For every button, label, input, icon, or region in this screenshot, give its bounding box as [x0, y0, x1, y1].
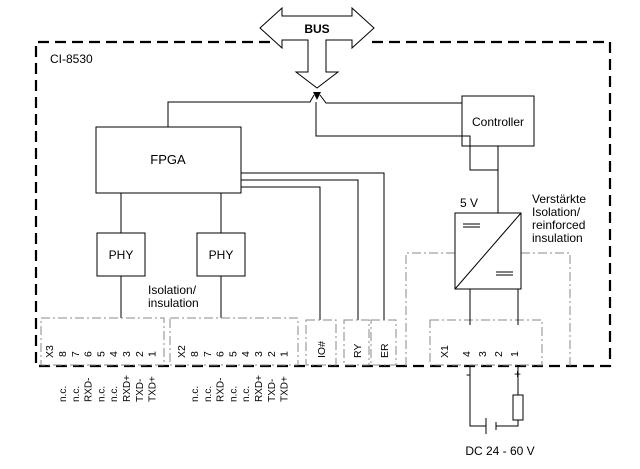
x3-signal-6: RXD-: [84, 378, 95, 402]
phy2-block: [196, 232, 246, 277]
x3-pin-4: 4: [108, 351, 120, 357]
x2-pin-8: 8: [189, 351, 201, 357]
x3-signal-8: n.c.: [58, 386, 69, 402]
supply-wiring: [469, 366, 519, 427]
device-enclosure: [34, 40, 612, 368]
x3-signal-2: TXD-: [135, 379, 146, 402]
x2-signal-4: n.c.: [241, 386, 252, 402]
phy1-label: PHY: [109, 248, 134, 262]
er-box: [370, 319, 397, 366]
x2-signal-1: TXD+: [280, 376, 291, 402]
x2-signal-5: n.c.: [228, 386, 239, 402]
bus-down-arrow-icon: [313, 92, 321, 100]
reinforced-insulation-boundary: [405, 252, 571, 366]
fuse-icon: [512, 394, 524, 421]
supply-voltage: 5 V: [460, 196, 478, 210]
bus-arrow: BUS: [259, 6, 375, 89]
controller-label: Controller: [472, 115, 524, 129]
x2-signal-2: TXD-: [267, 379, 278, 402]
x3-pin-7: 7: [70, 351, 82, 357]
x2-pin-1: 1: [279, 351, 291, 357]
dc-dc-converter: [454, 212, 522, 290]
isolation-label: Isolation/ insulation: [148, 283, 199, 310]
fpga-bus-line: [167, 94, 315, 127]
x3-pin-6: 6: [83, 351, 95, 357]
controller-block: [461, 95, 535, 147]
ry-label: RY: [352, 344, 364, 358]
x2-signal-3: RXD+: [254, 375, 265, 402]
device-name: CI-8530: [50, 52, 93, 66]
controller-bus-line: [319, 94, 462, 104]
x2-signal-7: n.c.: [203, 386, 214, 402]
x3-name: X3: [44, 345, 56, 358]
controller-fpga-line: [315, 102, 499, 171]
fpga-label: FPGA: [150, 152, 186, 167]
x3-pin-1: 1: [147, 351, 159, 357]
x2-signal-8: n.c.: [190, 386, 201, 402]
bus-label: BUS: [304, 22, 329, 36]
x3-signal-3: RXD+: [122, 375, 133, 402]
x3-signal-4: n.c.: [109, 386, 120, 402]
x3-pin-3: 3: [121, 351, 133, 357]
x3-signal-7: n.c.: [71, 386, 82, 402]
ry-box: [343, 319, 370, 366]
x3-signal-1: TXD+: [148, 376, 159, 402]
x2-pin-7: 7: [202, 351, 214, 357]
x3-signal-5: n.c.: [96, 386, 107, 402]
io-box: [305, 319, 337, 366]
x2-pin-6: 6: [215, 351, 227, 357]
io-label: IO#: [316, 341, 328, 358]
polarity-minus: -: [466, 367, 470, 381]
x2-pin-4: 4: [240, 351, 252, 357]
x2-pin-5: 5: [227, 351, 239, 357]
x1-pin-4: 4: [461, 351, 473, 357]
x1-name: X1: [439, 345, 451, 358]
x2-signal-6: RXD-: [216, 378, 227, 402]
x3-pin-2: 2: [134, 351, 146, 357]
x1-pin-2: 2: [493, 351, 505, 357]
x3-pin-8: 8: [57, 351, 69, 357]
dc-supply-label: DC 24 - 60 V: [465, 444, 534, 458]
reinforced-insulation-label: Verstärkte Isolation/ reinforced insulat…: [532, 192, 589, 245]
er-label: ER: [379, 343, 391, 358]
x2-pin-3: 3: [253, 351, 265, 357]
x2-name: X2: [176, 345, 188, 358]
fpga-block: [95, 126, 242, 194]
x3-pin-5: 5: [95, 351, 107, 357]
x1-pin-1: 1: [509, 351, 521, 357]
x1-pin-3: 3: [477, 351, 489, 357]
x2-pin-2: 2: [266, 351, 278, 357]
phy2-label: PHY: [209, 248, 234, 262]
